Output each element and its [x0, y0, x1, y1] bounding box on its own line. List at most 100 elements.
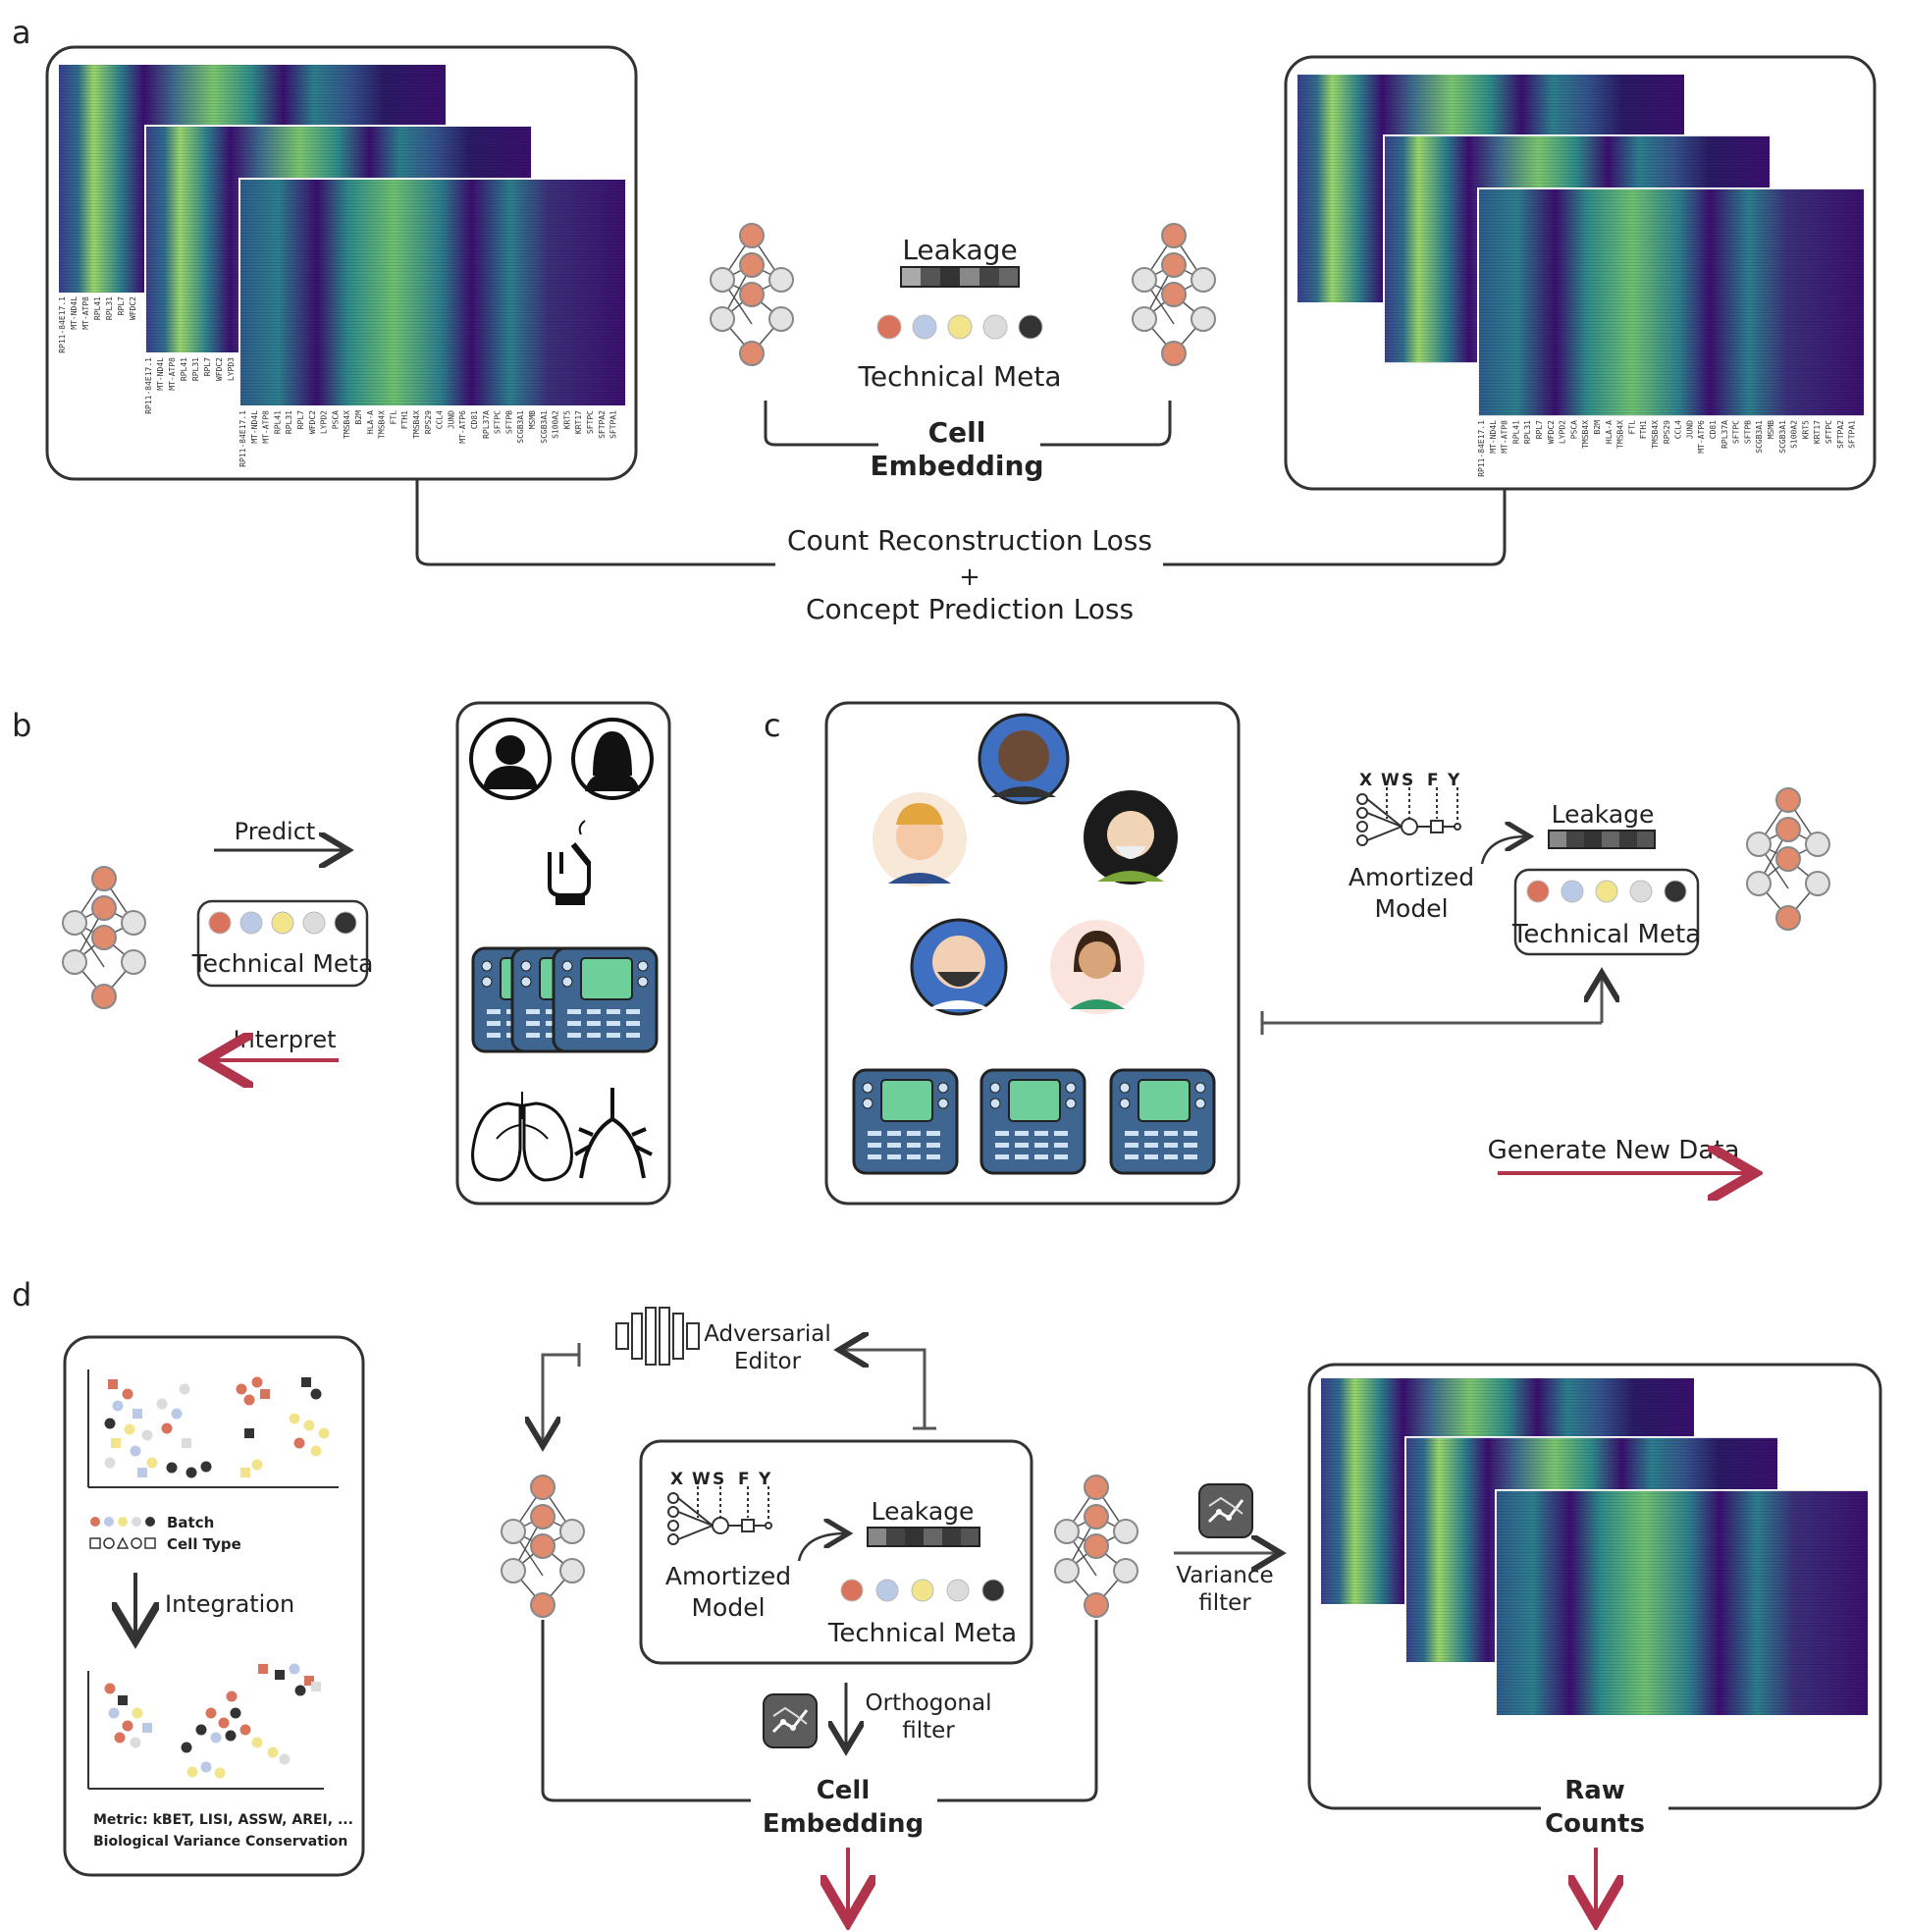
- gene-label: SFTPC: [1825, 420, 1833, 444]
- gene-label: MT-ATP6: [458, 410, 467, 444]
- scatter-point: [156, 1398, 168, 1410]
- gene-label: RPL7: [117, 296, 126, 315]
- scatter-point: [267, 1746, 279, 1758]
- gene-label: CCL4: [436, 410, 445, 429]
- input-heatmap-stack: [59, 65, 627, 407]
- gene-label: RPL41: [93, 296, 102, 320]
- scatter-after-integration: [87, 1663, 324, 1790]
- gene-label: SFTPC: [494, 410, 503, 434]
- scatter-before-integration: [87, 1369, 339, 1488]
- gene-label: RP11-84E17.1: [238, 410, 247, 467]
- gene-label: MT-ND4L: [250, 410, 259, 444]
- scatter-point: [289, 1413, 300, 1424]
- scatter-point: [122, 1720, 133, 1732]
- network-icon-c: [1746, 787, 1830, 931]
- svg-text:W: W: [692, 1470, 711, 1489]
- meta-dot: [911, 1579, 934, 1602]
- meta-dot: [840, 1579, 864, 1602]
- gene-label: SFTPA1: [609, 410, 618, 439]
- gene-label: SFTPA2: [1836, 420, 1845, 449]
- smoking-hand-icon: [548, 820, 592, 905]
- meta-dot: [947, 314, 973, 340]
- meta-dot: [981, 1579, 1005, 1602]
- scatter-point: [301, 1377, 311, 1387]
- gene-label: TMSB4X: [1581, 420, 1590, 449]
- gene-label: RPL37A: [482, 410, 491, 439]
- lungs-icon: [471, 1092, 573, 1182]
- gene-label: RP11-84E17.1: [1477, 420, 1486, 477]
- technical-meta-box-c: [1513, 868, 1700, 956]
- gene-label: RPL41: [273, 410, 282, 434]
- reconstructed-heatmap-stack: [1297, 75, 1866, 417]
- female-silhouette-icon: [571, 718, 654, 800]
- adversarial-editor-label-1: Adversarial: [704, 1321, 831, 1347]
- meta-dot: [912, 314, 937, 340]
- gene-label: RPL31: [1523, 420, 1532, 444]
- raw-counts-label-2: Counts: [1545, 1809, 1645, 1839]
- scatter-point: [289, 1663, 300, 1675]
- panel-letter-c: c: [764, 707, 781, 744]
- meta-dot: [875, 1579, 899, 1602]
- raw-counts-heatmap-stack: [1321, 1378, 1870, 1717]
- gene-label: RPL7: [296, 410, 305, 429]
- gene-label: RPS29: [424, 410, 433, 434]
- integration-label: Integration: [165, 1590, 294, 1618]
- technical-meta-dots-c: [1526, 880, 1687, 903]
- scatter-point: [258, 1664, 268, 1674]
- gene-label: SFTPC: [586, 410, 595, 434]
- embedding-bracket-right: [1040, 401, 1172, 447]
- gene-label: TMSB4X: [1651, 420, 1660, 449]
- scatter-point: [304, 1676, 314, 1686]
- scatter-point: [185, 1467, 197, 1478]
- gene-label: FTH1: [1639, 420, 1648, 439]
- scatter-point: [161, 1422, 173, 1434]
- generate-new-data-label: Generate New Data: [1488, 1136, 1740, 1165]
- gene-label: RPL7: [203, 357, 212, 376]
- variance-filter-label-2: filter: [1198, 1590, 1251, 1616]
- scatter-point: [210, 1732, 222, 1744]
- leakage-label-a: Leakage: [902, 234, 1017, 266]
- technical-meta-dots-b: [208, 911, 357, 935]
- scatter-point: [311, 1682, 321, 1691]
- gene-label: SFTPA1: [1848, 420, 1857, 449]
- scatter-point: [146, 1457, 158, 1469]
- gene-label: SFTPC: [1732, 420, 1741, 444]
- variance-filter-label-1: Variance: [1176, 1563, 1273, 1588]
- gene-label: SCGB3A1: [516, 410, 525, 444]
- gene-label: MSMB: [528, 410, 537, 429]
- gene-label: S100A2: [552, 410, 560, 439]
- scatter-point: [104, 1457, 116, 1469]
- gene-label: WFDC2: [1547, 420, 1556, 444]
- network-icon-b: [62, 866, 146, 1009]
- gene-label: FTH1: [400, 410, 409, 429]
- gene-label: S100A2: [1790, 420, 1799, 449]
- gene-label: MT-ND4L: [70, 296, 79, 330]
- meta-dot: [334, 911, 357, 935]
- metric-label-2: Biological Variance Conservation: [93, 1834, 347, 1850]
- gene-label: MSMB: [1767, 420, 1775, 439]
- scatter-point: [275, 1670, 285, 1680]
- gene-label: HLA-A: [1605, 420, 1614, 444]
- svg-text:S: S: [713, 1470, 724, 1489]
- gene-label: MT-ATP8: [1501, 420, 1509, 454]
- interpret-label: Interpret: [233, 1026, 336, 1053]
- scatter-point: [251, 1737, 263, 1748]
- scatter-point: [112, 1400, 124, 1412]
- scatter-point: [294, 1685, 306, 1696]
- meta-dot: [1526, 880, 1550, 903]
- gene-label: CD81: [1709, 420, 1718, 439]
- legend-cell-type-row: Cell Type: [89, 1535, 241, 1553]
- amortized-label-c-1: Amortized: [1349, 863, 1474, 891]
- svg-text:S: S: [1402, 771, 1413, 790]
- scatter-point: [104, 1418, 116, 1429]
- meta-dot: [876, 314, 902, 340]
- scatter-point: [108, 1707, 120, 1719]
- gene-label: LYPD3: [227, 357, 236, 381]
- scatter-point: [186, 1766, 198, 1778]
- meta-dot: [208, 911, 232, 935]
- gene-label: LYPD2: [1559, 420, 1567, 444]
- cell-embedding-label-d-1: Cell: [817, 1776, 871, 1805]
- svg-text:F: F: [1427, 771, 1439, 790]
- amortized-label-c-2: Model: [1374, 894, 1448, 923]
